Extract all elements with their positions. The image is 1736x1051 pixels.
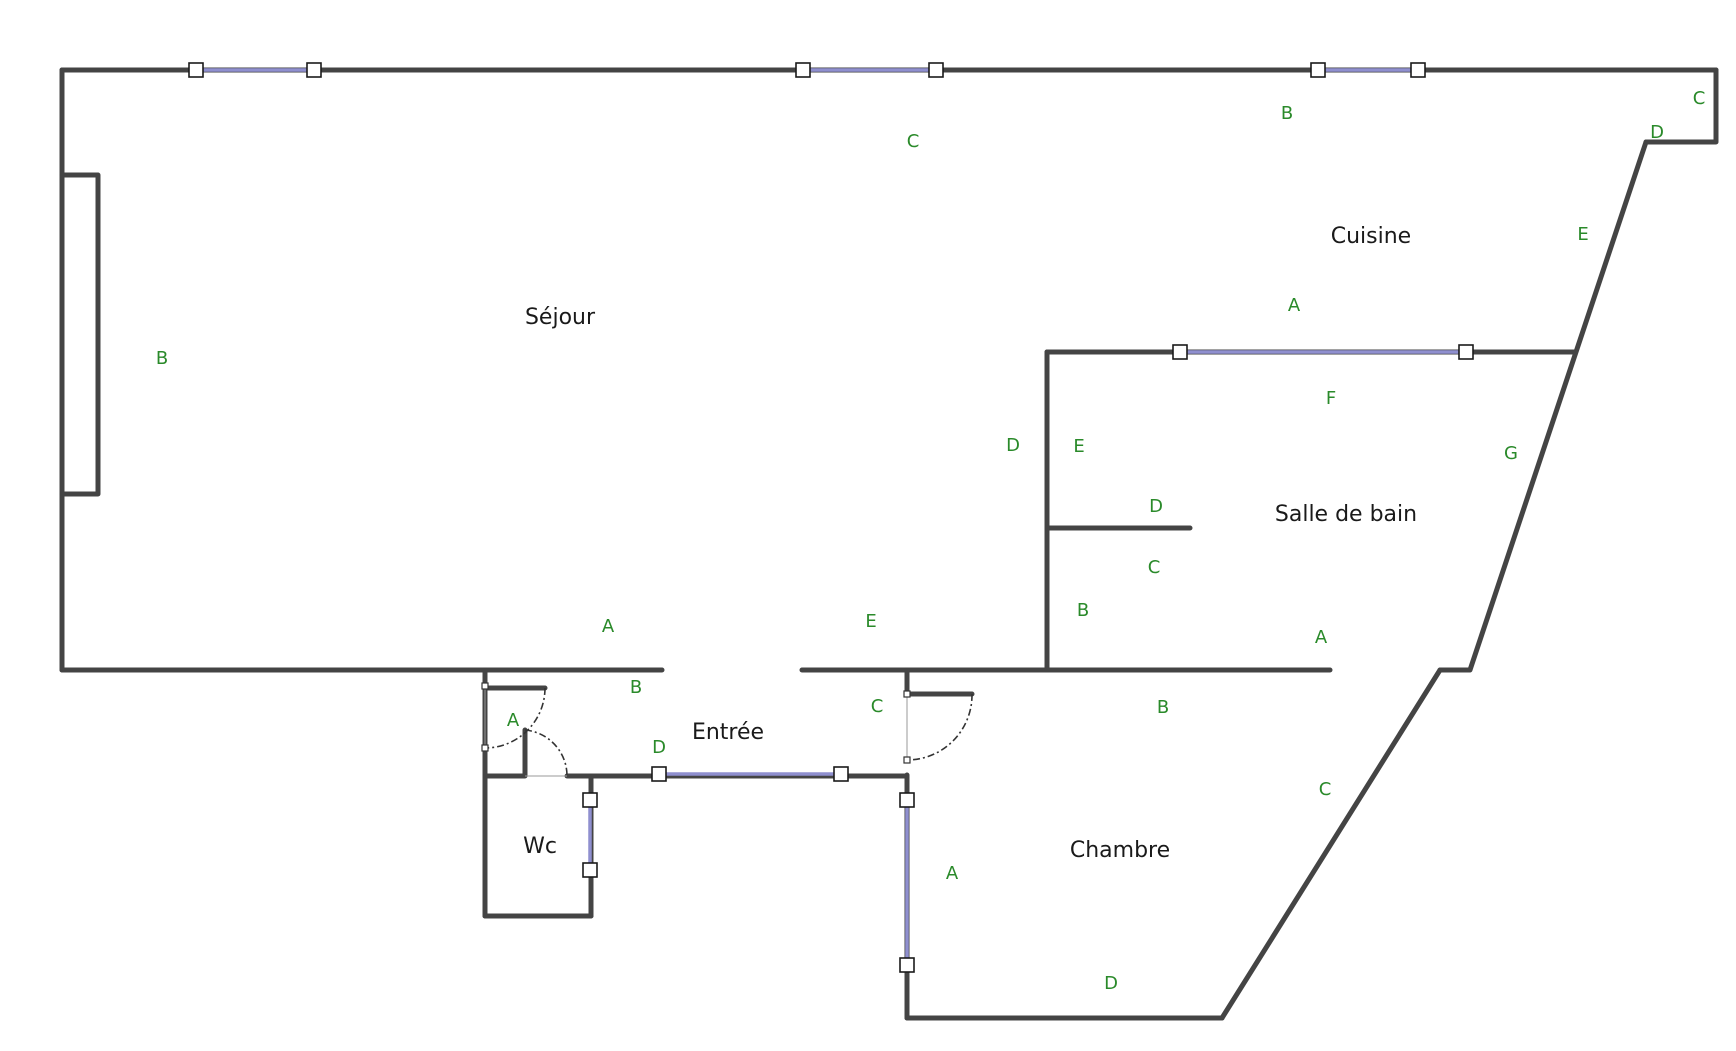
wall-niche [59,172,101,497]
window-icon [899,792,915,973]
wall-label: F [1326,388,1336,409]
windows [188,62,1474,973]
wall-label: E [1577,224,1588,245]
wall-label: D [1104,973,1118,994]
wall-label: D [1149,496,1163,517]
window-icon [188,62,322,78]
room-label-chambre: Chambre [1070,838,1170,863]
wall-diagonal-upper [1437,139,1649,673]
wall-label: C [1319,779,1332,800]
wall-label: A [1315,627,1328,648]
wall-label: E [865,611,876,632]
wall-label: C [871,696,884,717]
room-label-entree: Entrée [692,720,764,745]
wall-label: A [946,863,959,884]
room-labels: Séjour Cuisine Salle de bain Entrée Wc C… [523,224,1417,863]
room-label-wc: Wc [523,834,557,859]
wall-wc-inner [482,727,528,779]
wall-labels: A B C D E A B C D E A B C D E F G A B C … [156,88,1705,994]
wall-label: C [907,131,920,152]
room-label-sejour: Séjour [525,305,596,330]
wall-label: C [1693,88,1706,109]
wall-label: B [1281,103,1293,124]
wall-label: G [1504,443,1518,464]
window-icon [795,62,944,78]
wall-label: E [1073,436,1084,457]
wall-label: D [1006,435,1020,456]
wall-cuisine-right-stub [1643,67,1719,145]
wall-label: A [507,710,520,731]
door-swing-icon [524,729,568,777]
wall-entree-chambre-post [904,667,975,697]
wall-label: A [1288,295,1301,316]
wall-label: C [1148,557,1161,578]
wall-label: B [1157,697,1169,718]
doors [481,682,973,777]
wall-label: B [156,348,168,369]
wall-diagonal-lower [1219,667,1443,1021]
door-swing-icon [903,690,973,764]
wall-label: A [602,616,615,637]
window-icon [1172,344,1474,360]
wall-label: B [630,677,642,698]
window-icon [1310,62,1426,78]
room-label-cuisine: Cuisine [1331,224,1411,249]
wall-label: D [1650,122,1664,143]
walls [59,67,1719,1021]
wall-label: D [652,737,666,758]
wall-label: B [1077,600,1089,621]
room-label-salle-de-bain: Salle de bain [1275,502,1417,527]
window-icon [651,766,849,782]
window-icon [582,792,598,878]
